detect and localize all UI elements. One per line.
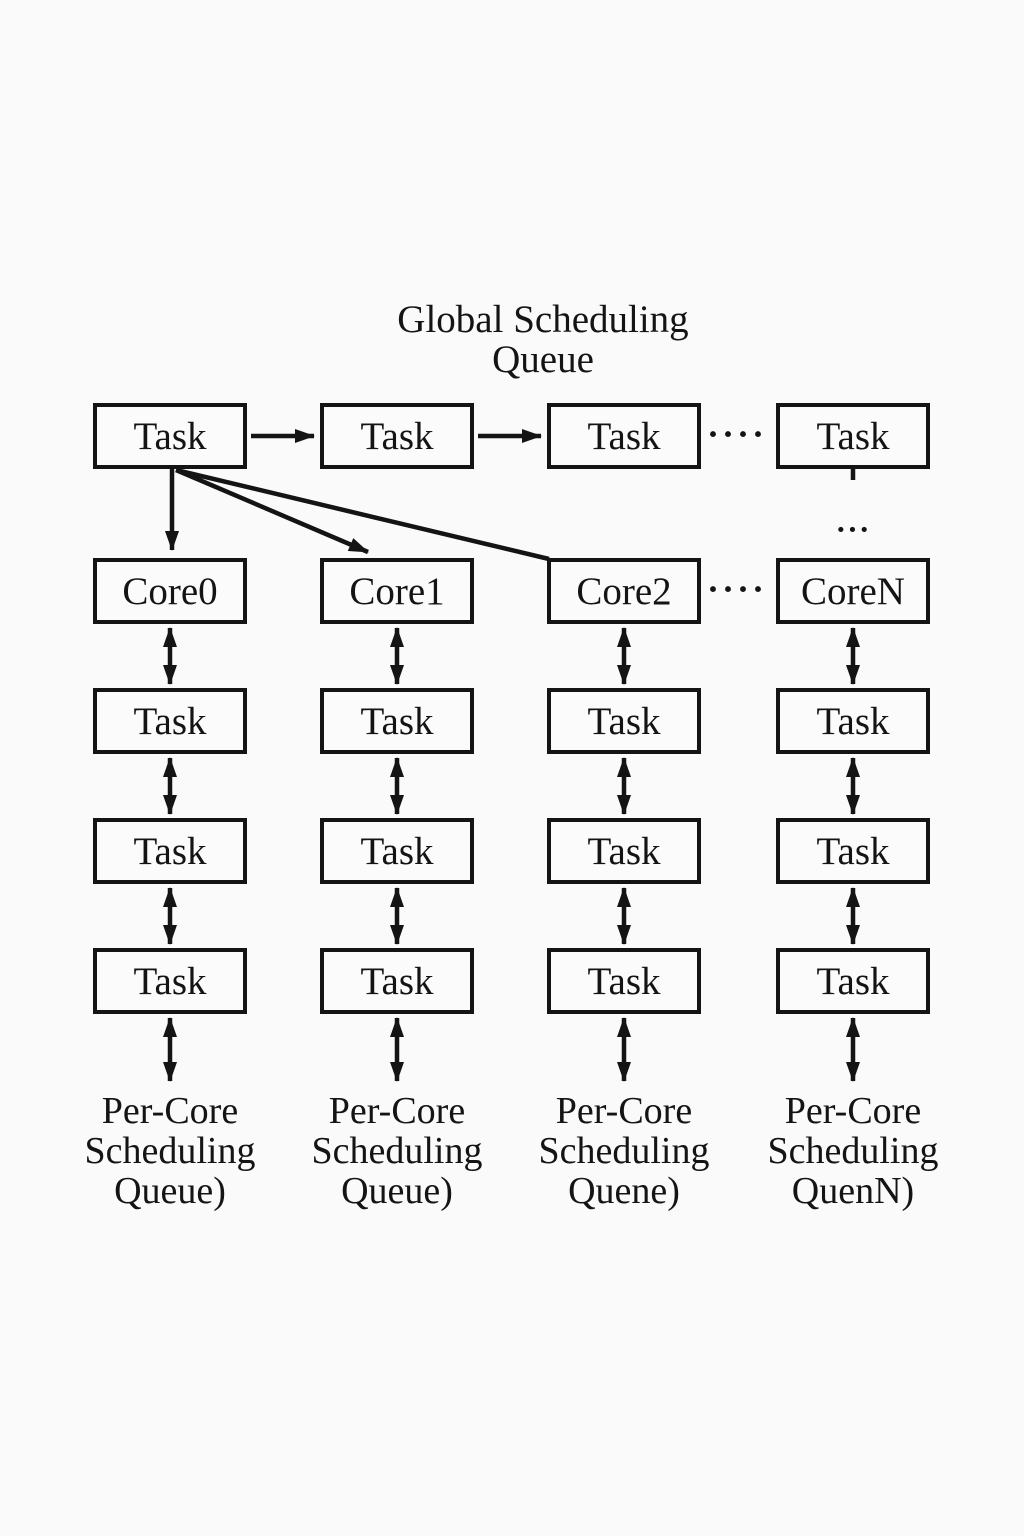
queue-label-line: Per-Core bbox=[555, 1090, 693, 1132]
core-label-0: Core0 bbox=[122, 569, 218, 613]
percore-task-label: Task bbox=[816, 699, 890, 743]
core-label-3: CoreN bbox=[801, 569, 905, 613]
queue-label-line: Scheduling bbox=[311, 1130, 483, 1172]
queue-label-line: Per-Core bbox=[328, 1090, 466, 1132]
global-task-label-0: Task bbox=[133, 414, 207, 458]
per-core-queue-label-3: Per-Core Scheduling QuenN) bbox=[738, 1091, 968, 1211]
queue-label-line: Scheduling bbox=[767, 1130, 939, 1172]
ellipsis-global-queue: ···· bbox=[706, 414, 768, 454]
percore-task-box-c0-0: Task bbox=[93, 688, 247, 754]
core-box-2: Core2 bbox=[547, 558, 701, 624]
per-core-queue-label-0: Per-Core Scheduling Queue) bbox=[55, 1091, 285, 1211]
queue-label-line: Queue) bbox=[114, 1170, 226, 1212]
percore-task-label: Task bbox=[816, 829, 890, 873]
percore-task-label: Task bbox=[360, 829, 434, 873]
percore-task-box-c2-2: Task bbox=[547, 948, 701, 1014]
percore-task-box-c2-1: Task bbox=[547, 818, 701, 884]
percore-task-box-c0-2: Task bbox=[93, 948, 247, 1014]
percore-task-box-c1-2: Task bbox=[320, 948, 474, 1014]
diagram-title-line2: Queue bbox=[492, 338, 594, 381]
queue-label-line: QuenN) bbox=[791, 1170, 915, 1212]
percore-task-label: Task bbox=[360, 959, 434, 1003]
global-task-box-3: Task bbox=[776, 403, 930, 469]
percore-task-label: Task bbox=[587, 699, 661, 743]
percore-task-label: Task bbox=[587, 829, 661, 873]
percore-task-box-c2-0: Task bbox=[547, 688, 701, 754]
percore-task-box-c3-0: Task bbox=[776, 688, 930, 754]
core-box-0: Core0 bbox=[93, 558, 247, 624]
diagram-title: Global Scheduling Queue bbox=[343, 300, 743, 380]
global-task-label-2: Task bbox=[587, 414, 661, 458]
percore-task-box-c3-2: Task bbox=[776, 948, 930, 1014]
percore-task-box-c1-0: Task bbox=[320, 688, 474, 754]
queue-label-line: Scheduling bbox=[538, 1130, 710, 1172]
per-core-queue-label-1: Per-Core Scheduling Queue) bbox=[282, 1091, 512, 1211]
queue-label-line: Scheduling bbox=[84, 1130, 256, 1172]
queue-label-line: Quene) bbox=[568, 1170, 680, 1212]
dispatch-arrow-core1 bbox=[175, 467, 369, 555]
core-box-1: Core1 bbox=[320, 558, 474, 624]
percore-task-label: Task bbox=[133, 959, 207, 1003]
ellipsis-core-row: ···· bbox=[706, 569, 768, 609]
percore-task-label: Task bbox=[816, 959, 890, 1003]
core-label-1: Core1 bbox=[349, 569, 445, 613]
global-task-box-1: Task bbox=[320, 403, 474, 469]
percore-task-box-c1-1: Task bbox=[320, 818, 474, 884]
global-task-label-3: Task bbox=[816, 414, 890, 458]
ellipsis-above-coreN: ··· bbox=[835, 511, 871, 547]
global-task-label-1: Task bbox=[360, 414, 434, 458]
queue-label-line: Per-Core bbox=[784, 1090, 922, 1132]
percore-task-label: Task bbox=[360, 699, 434, 743]
percore-task-box-c0-1: Task bbox=[93, 818, 247, 884]
diagram-title-line1: Global Scheduling bbox=[397, 298, 689, 341]
percore-task-box-c3-1: Task bbox=[776, 818, 930, 884]
global-task-box-2: Task bbox=[547, 403, 701, 469]
queue-label-line: Queue) bbox=[341, 1170, 453, 1212]
dispatch-line-core2 bbox=[175, 467, 550, 562]
percore-task-label: Task bbox=[587, 959, 661, 1003]
queue-label-line: Per-Core bbox=[101, 1090, 239, 1132]
per-core-queue-label-2: Per-Core Scheduling Quene) bbox=[509, 1091, 739, 1211]
core-label-2: Core2 bbox=[576, 569, 672, 613]
global-task-box-0: Task bbox=[93, 403, 247, 469]
percore-task-label: Task bbox=[133, 829, 207, 873]
core-box-3: CoreN bbox=[776, 558, 930, 624]
percore-task-label: Task bbox=[133, 699, 207, 743]
